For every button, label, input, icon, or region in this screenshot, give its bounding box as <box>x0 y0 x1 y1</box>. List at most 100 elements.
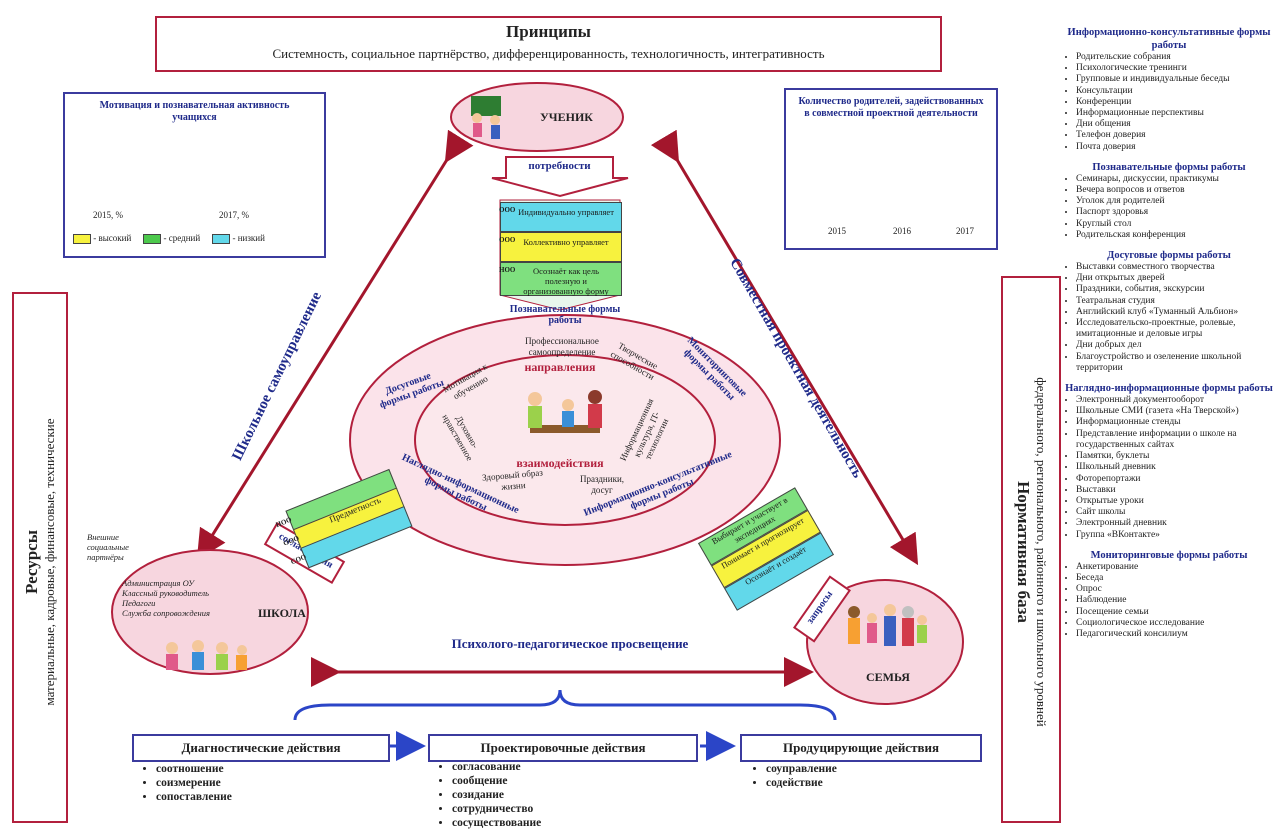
list-item: Беседа <box>1076 573 1276 584</box>
list-item: соизмерение <box>156 776 232 790</box>
list-item: Дни открытых дверей <box>1076 273 1276 284</box>
resources-text-wrap: Ресурсы материальные, кадровые, финансов… <box>22 312 58 812</box>
action-list-project: согласование сообщение созидание сотрудн… <box>438 760 541 830</box>
list-item: Конференции <box>1076 97 1276 108</box>
list-item: согласование <box>452 760 541 774</box>
list-item: сопоставление <box>156 790 232 804</box>
list-item: Дни добрых дел <box>1076 340 1276 351</box>
arrow-student-school <box>196 129 474 561</box>
direction-label: направления <box>524 360 596 374</box>
needs-arrow-shape <box>491 156 629 198</box>
action-title-produce: Продуцирующие действия <box>782 740 940 755</box>
list-item: соотношение <box>156 762 232 776</box>
external-partners: Внешние социальные партнёры <box>87 532 129 562</box>
principles-title: Принципы <box>506 22 591 41</box>
school-illustration <box>160 636 250 672</box>
list-item: Информационные стенды <box>1076 417 1276 428</box>
panel-heading: Информационно-консультативные формы рабо… <box>1067 27 1271 51</box>
panel-heading: Мониторинговые формы работы <box>1090 549 1248 561</box>
resources-title: Ресурсы <box>22 530 41 595</box>
action-list-diagnostic: соотношение соизмерение сопоставление <box>142 762 232 804</box>
principles-box: Принципы Системность, социальное партнёр… <box>155 16 942 72</box>
normative-text-wrap: федерального, регионального, районного и… <box>1013 292 1049 812</box>
pie-2015-title: 2015, % <box>93 210 123 220</box>
list-item: Электронный дневник <box>1076 518 1276 529</box>
list-item: Вечера вопросов и ответов <box>1076 185 1276 196</box>
needs-stair-2: ООО Коллективно управляет <box>499 232 622 262</box>
parents-chart-box: Количество родителей, задействованных в … <box>784 88 998 250</box>
arrow-student-family <box>650 129 919 566</box>
motivation-chart-box: Мотивация и познавательная активность уч… <box>63 92 326 258</box>
list-item: Выставки <box>1076 485 1276 496</box>
list-item: созидание <box>452 788 541 802</box>
list-item: Семинары, дискуссии, практикумы <box>1076 174 1276 185</box>
family-label: СЕМЬЯ <box>866 670 910 684</box>
panel-heading: Познавательные формы работы <box>1092 161 1246 173</box>
resources-box: Ресурсы материальные, кадровые, финансов… <box>12 292 68 823</box>
motivation-legend: - высокий - средний - низкий <box>73 233 318 244</box>
list-item: Дни общения <box>1076 119 1276 130</box>
needs-label: потребности <box>528 160 591 172</box>
list-item: Сайт школы <box>1076 507 1276 518</box>
action-list-produce: соуправление содействие <box>752 762 837 790</box>
motivation-title: Мотивация и познавательная активность уч… <box>99 100 290 123</box>
student-icon <box>465 92 505 142</box>
panel-section-leisure: Досуговые формы работы Выставки совместн… <box>1062 249 1276 374</box>
list-item: Педагогический консилиум <box>1076 629 1276 640</box>
list-item: Благоустройство и озеленение школьной те… <box>1076 352 1276 374</box>
cognitive-label: Познавательные формы работы <box>509 304 621 326</box>
action-box-produce: Продуцирующие действия <box>740 734 982 762</box>
list-item: Английский клуб «Туманный Альбион» <box>1076 307 1276 318</box>
list-item: содействие <box>766 776 837 790</box>
list-item: Представление информации о школе на госу… <box>1076 429 1276 451</box>
list-item: Почта доверия <box>1076 142 1276 153</box>
list-item: Уголок для родителей <box>1076 196 1276 207</box>
school-node <box>111 549 309 675</box>
panel-section-info-consult: Информационно-консультативные формы рабо… <box>1062 26 1276 153</box>
list-item: Консультации <box>1076 86 1276 97</box>
list-item: Наблюдение <box>1076 595 1276 606</box>
list-item: Школьный дневник <box>1076 462 1276 473</box>
list-item: соуправление <box>766 762 837 776</box>
list-item: Родительские собрания <box>1076 52 1276 63</box>
list-item: Информационные перспективы <box>1076 108 1276 119</box>
normative-box: федерального, регионального, районного и… <box>1001 276 1061 823</box>
panel-heading: Наглядно-информационные формы работы <box>1065 383 1273 395</box>
list-item: Телефон доверия <box>1076 130 1276 141</box>
list-item: Круглый стол <box>1076 219 1276 230</box>
student-label: УЧЕНИК <box>540 110 593 124</box>
bar-cat-2015: 2015 <box>828 226 846 236</box>
list-item: Паспорт здоровья <box>1076 207 1276 218</box>
list-item: сообщение <box>452 774 541 788</box>
principles-text: Системность, социальное партнёрство, диф… <box>272 46 825 61</box>
bar-cat-2017: 2017 <box>956 226 974 236</box>
panel-section-monitoring: Мониторинговые формы работы Анкетировани… <box>1062 549 1276 640</box>
list-item: Школьные СМИ (газета «На Тверской») <box>1076 406 1276 417</box>
list-item: Электронный документооборот <box>1076 395 1276 406</box>
needs-stair-3: НОО Осознаёт как цель полезную и организ… <box>499 262 622 296</box>
list-item: сосуществование <box>452 816 541 830</box>
inner-ellipse <box>414 354 716 526</box>
list-item: Исследовательско-проектные, ролевые, ими… <box>1076 318 1276 340</box>
family-illustration <box>842 602 930 660</box>
bar-cat-2016: 2016 <box>893 226 911 236</box>
list-item: Психологические тренинги <box>1076 63 1276 74</box>
list-item: Социологическое исследование <box>1076 618 1276 629</box>
interaction-label: взаимодействия <box>516 456 604 470</box>
pie-2017-title: 2017, % <box>219 210 249 220</box>
action-title-diagnostic: Диагностические действия <box>181 740 341 755</box>
resources-text: материальные, кадровые, финансовые, техн… <box>42 418 57 706</box>
list-item: Опрос <box>1076 584 1276 595</box>
normative-text: федерального, регионального, районного и… <box>1034 377 1049 727</box>
legend-high: - высокий <box>73 233 131 244</box>
list-item: Праздники, события, экскурсии <box>1076 284 1276 295</box>
topic-profession: Профессиональное самоопределение <box>525 336 599 357</box>
school-label: ШКОЛА <box>258 606 306 620</box>
list-item: Фоторепортажи <box>1076 474 1276 485</box>
normative-title: Нормативная база <box>1014 481 1033 623</box>
parents-title: Количество родителей, задействованных в … <box>798 96 984 119</box>
list-item: Открытые уроки <box>1076 496 1276 507</box>
list-item: Родительская конференция <box>1076 230 1276 241</box>
list-item: Группа «ВКонтакте» <box>1076 530 1276 541</box>
panel-section-visual: Наглядно-информационные формы работы Эле… <box>1062 382 1276 541</box>
